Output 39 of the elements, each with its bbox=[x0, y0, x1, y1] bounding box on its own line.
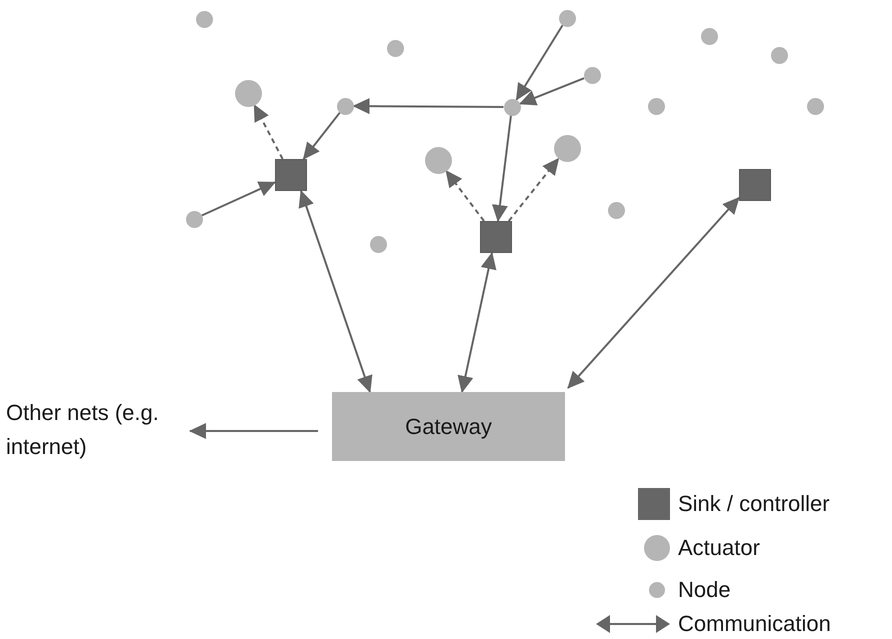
sink-square bbox=[480, 221, 512, 253]
legend-label: Communication bbox=[678, 611, 831, 637]
arrow bbox=[516, 24, 564, 101]
arrow bbox=[302, 112, 341, 160]
sink-square bbox=[739, 169, 771, 201]
arrow bbox=[298, 190, 372, 393]
gateway-box bbox=[332, 392, 565, 461]
node-dot bbox=[648, 98, 664, 114]
arrow bbox=[189, 423, 318, 439]
actuator-circle bbox=[424, 146, 452, 174]
gateway-label: Gateway bbox=[405, 414, 492, 440]
actuator-circle bbox=[234, 80, 262, 106]
dashed-arrow bbox=[253, 104, 284, 160]
node-dot bbox=[370, 236, 386, 252]
arrow bbox=[567, 196, 740, 389]
dashed-arrow bbox=[508, 158, 560, 222]
sink-square bbox=[275, 159, 307, 191]
legend-label: Actuator bbox=[678, 535, 760, 561]
dashed-arrow bbox=[445, 170, 485, 222]
node-dot bbox=[186, 210, 202, 228]
arrow bbox=[518, 77, 584, 106]
arrow bbox=[201, 181, 276, 216]
node-dot bbox=[504, 98, 520, 116]
legend-label: Node bbox=[678, 577, 731, 603]
node-dot bbox=[336, 98, 354, 114]
node-dot bbox=[700, 28, 718, 44]
arrow bbox=[458, 252, 496, 393]
network-label: Other nets (e.g. internet) bbox=[6, 396, 166, 464]
arrow bbox=[352, 98, 504, 114]
node-dot bbox=[196, 10, 212, 28]
node-dot bbox=[558, 10, 576, 26]
actuator-circle bbox=[554, 134, 580, 162]
node-dot bbox=[386, 40, 404, 56]
node-dot bbox=[770, 46, 788, 64]
arrow bbox=[492, 115, 512, 222]
node-dot bbox=[584, 66, 600, 84]
node-dot bbox=[806, 98, 824, 114]
node-dot bbox=[608, 202, 624, 218]
legend-label: Sink / controller bbox=[678, 491, 830, 517]
